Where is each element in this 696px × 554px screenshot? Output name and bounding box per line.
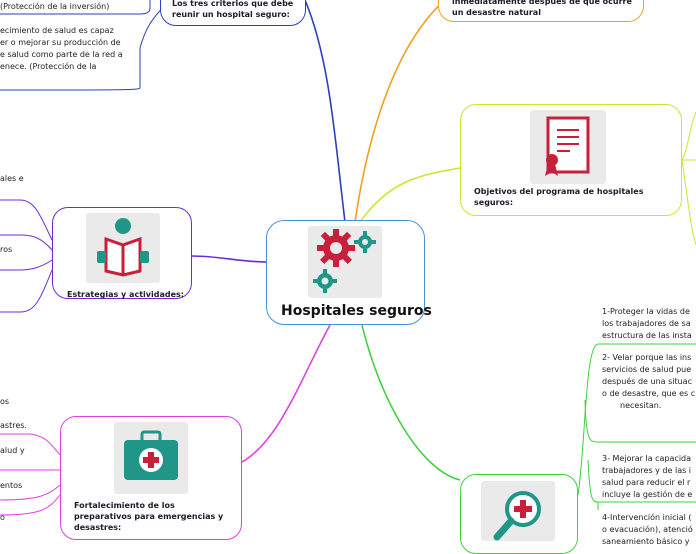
connector-estrategias-leaf <box>0 199 53 241</box>
connector-fortalecimiento-leaf <box>0 433 61 456</box>
criterios-leaf-5: enece. (Protección de la <box>0 62 97 71</box>
connector-estrategias-leaf <box>0 269 53 313</box>
central-title: Hospitales seguros <box>281 303 432 319</box>
connector-estrategias <box>191 255 268 263</box>
connector-estrategias-leaf <box>0 234 53 251</box>
reader-icon <box>86 213 160 283</box>
fortalecimiento-leaf-2: astres. <box>0 421 27 430</box>
fortalecimiento-leaf-5: entos <box>0 481 23 490</box>
connector-objetivos-leaf <box>681 111 696 161</box>
objetivos-label: Objetivos del programa de hospitales seg… <box>474 187 644 207</box>
connector-intervencion <box>361 324 461 481</box>
connector-criterios <box>304 0 346 223</box>
fortalecimiento-label: Fortalecimiento de los preparativos para… <box>74 501 224 532</box>
fortalecimiento-leaf-1: os <box>0 397 10 406</box>
connector-criterios-leaf <box>0 0 151 15</box>
estrategias-leaf-2: ros <box>0 245 13 254</box>
connector-estrategias-leaf <box>0 259 53 271</box>
criterios-leaf-4: e salud como parte de la red a <box>0 50 123 59</box>
fortalecimiento-leaf-3: alud y <box>0 446 25 455</box>
connector-intervencion-leaf <box>577 343 696 496</box>
medical-kit-icon <box>114 422 188 494</box>
criterios-label: Los tres criterios que debe reunir un ho… <box>172 0 294 19</box>
connector-criterios-leaf <box>0 0 171 91</box>
connector-objetivos-leaf <box>681 159 696 246</box>
estrategias-leaf-1: ales e <box>0 174 24 183</box>
certificate-icon <box>530 110 606 184</box>
connector-objetivos <box>359 167 461 223</box>
criterios-leaf-2: ecimiento de salud es capaz <box>0 26 114 35</box>
search-medical-icon <box>481 481 555 541</box>
criterios-leaf-1: (Protección de la inversión) <box>0 2 110 11</box>
fortalecimiento-leaf-6: o <box>0 513 5 522</box>
connector-fortalecimiento-leaf <box>0 494 61 516</box>
connector-lines <box>0 0 696 516</box>
connector-intervencion-leaf <box>584 399 696 443</box>
connector-fortalecimiento-leaf <box>0 484 61 501</box>
connector-fortalecimiento <box>241 324 331 463</box>
estrategias-label: Estrategias y actividades: <box>67 290 184 299</box>
connector-desastre <box>354 0 446 223</box>
criterios-node[interactable] <box>160 0 306 26</box>
criterios-leaf-3: er o mejorar su producción de <box>0 38 121 47</box>
gears-icon <box>308 226 382 298</box>
desastre-label: inmediatamente después de que ocurre un … <box>452 0 632 17</box>
